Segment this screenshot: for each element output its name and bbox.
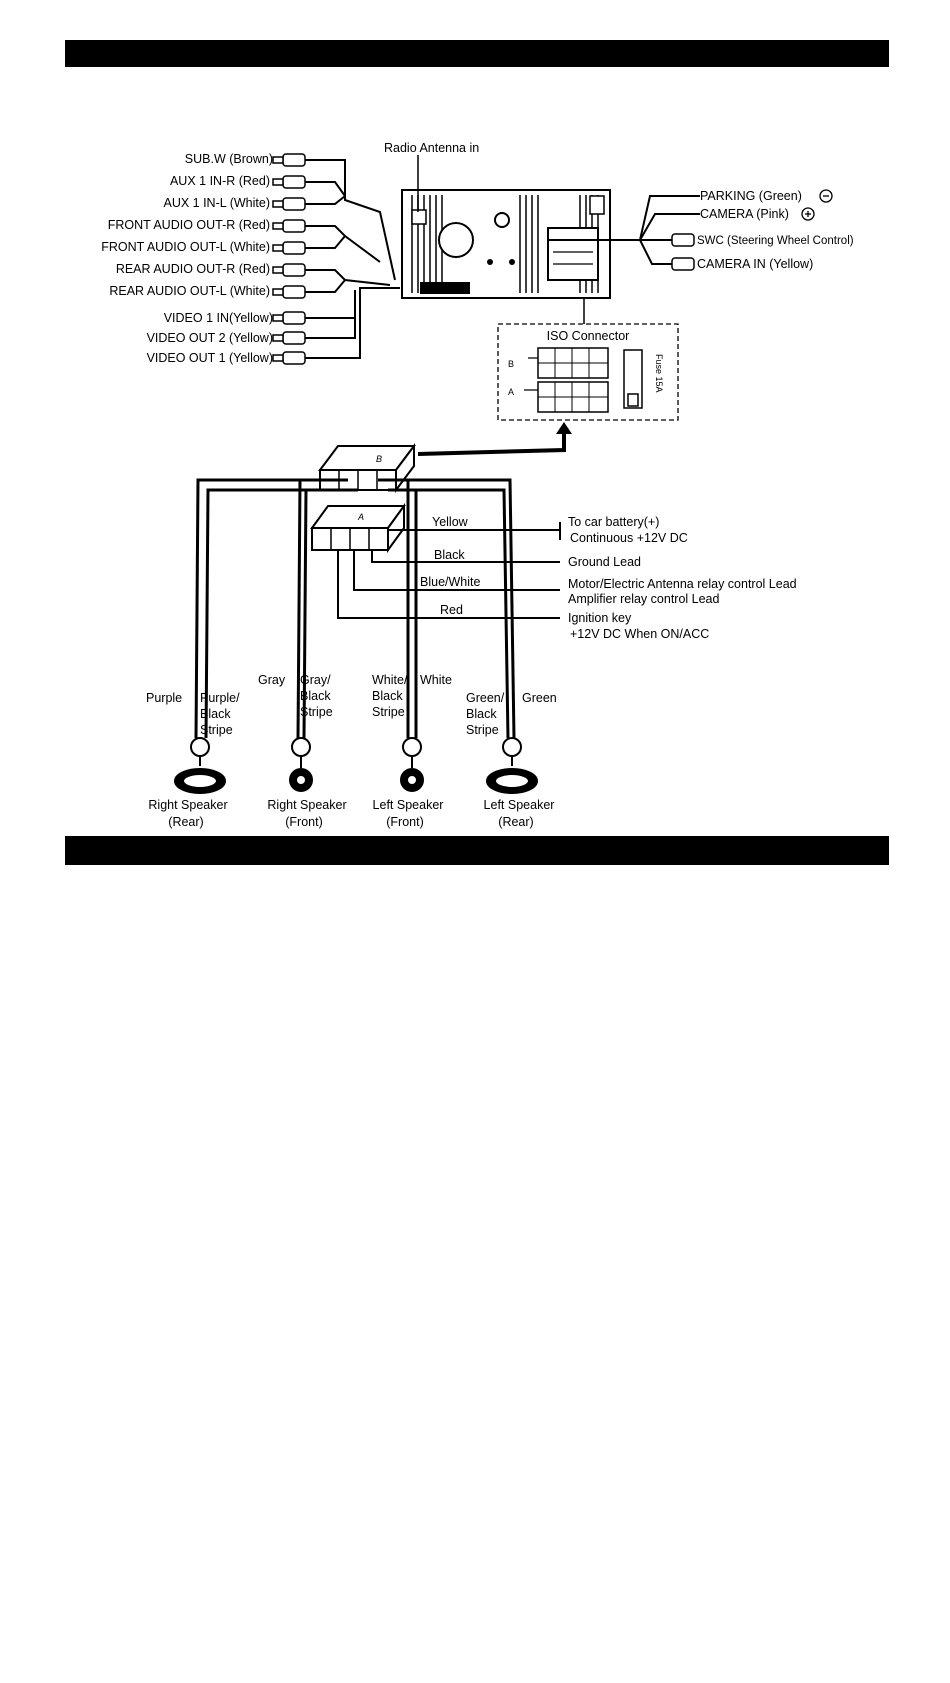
right-leads [548,195,700,265]
antenna-callout: Radio Antenna in [384,141,479,212]
white-label: White [420,673,452,687]
arrow-icon [556,422,572,434]
wire-blue-white: Blue/White [420,575,480,589]
rca-label-aux-r: AUX 1 IN-R (Red) [170,174,270,188]
motor-line1: Motor/Electric Antenna relay control Lea… [568,577,797,591]
speaker-2-pos: (Front) [386,815,424,829]
speaker-wires [194,478,516,739]
right-plugs [671,233,695,271]
speaker-3-name: Left Speaker [484,798,555,812]
rca-label-front-l: FRONT AUDIO OUT-L (White) [101,240,270,254]
connector-b-label: B [376,454,382,464]
purple-label: Purple [146,691,182,705]
speaker-0-name: Right Speaker [148,798,227,812]
white-black-3: Stripe [372,705,405,719]
speaker-rear-left-icon [486,737,538,794]
battery-line1: To car battery(+) [568,515,659,529]
rca-cable-group [305,159,400,359]
rca-label-front-r: FRONT AUDIO OUT-R (Red) [108,218,270,232]
header-bar [65,40,889,67]
green-black-2: Black [466,707,497,721]
speaker-front-left-icon [400,737,424,792]
footer-bar [65,836,889,865]
speaker-rear-right-icon [174,737,226,794]
gray-black-2: Black [300,689,331,703]
rca-label-group: SUB.W (Brown) AUX 1 IN-R (Red) AUX 1 IN-… [101,152,273,365]
swc-label: SWC (Steering Wheel Control) [697,235,854,247]
speaker-labels: Right Speaker (Rear) Right Speaker (Fron… [148,798,554,829]
wire-red: Red [440,603,463,617]
rca-label-rear-r: REAR AUDIO OUT-R (Red) [116,262,270,276]
right-label-group: PARKING (Green) CAMERA (Pink) SWC (Steer… [697,189,854,271]
wire-black: Black [434,548,465,562]
iso-title: ISO Connector [547,329,630,343]
camera-in-label: CAMERA IN (Yellow) [697,257,813,271]
ground-label: Ground Lead [568,555,641,569]
white-black-1: White/ [372,673,408,687]
rca-label-rear-l: REAR AUDIO OUT-L (White) [109,284,270,298]
speaker-front-right-icon [289,737,313,792]
speaker-1-pos: (Front) [285,815,323,829]
purple-black-1: Purple/ [200,691,240,705]
gray-black-1: Gray/ [300,673,331,687]
gray-black-3: Stripe [300,705,333,719]
motor-line2: Amplifier relay control Lead [568,592,720,606]
rca-label-aux-l: AUX 1 IN-L (White) [163,196,270,210]
power-wire-labels: Yellow Black Blue/White Red [420,515,480,617]
rca-label-video-in: VIDEO 1 IN(Yellow) [164,311,273,325]
camera-label: CAMERA (Pink) [700,207,789,221]
rca-label-video-out1: VIDEO OUT 1 (Yellow) [147,351,273,365]
power-leads [337,522,561,619]
green-label: Green [522,691,557,705]
white-black-2: Black [372,689,403,703]
rca-label-video-out2: VIDEO OUT 2 (Yellow) [147,331,273,345]
purple-black-2: Black [200,707,231,721]
connector-a-label: A [357,512,364,522]
harness-connector-b: B [318,443,416,493]
rca-label-subw: SUB.W (Brown) [185,152,273,166]
head-unit [401,189,611,299]
speaker-0-pos: (Rear) [168,815,203,829]
purple-black-3: Stripe [200,723,233,737]
green-black-1: Green/ [466,691,505,705]
ignition-line1: Ignition key [568,611,632,625]
harness-connector-a: A [310,502,406,554]
iso-row-b: B [508,359,514,369]
fuse-label: Fuse 15A [654,354,664,393]
wire-yellow: Yellow [432,515,469,529]
parking-label: PARKING (Green) [700,189,802,203]
antenna-label: Radio Antenna in [384,141,479,155]
speaker-1-name: Right Speaker [267,798,346,812]
speaker-2-name: Left Speaker [373,798,444,812]
ignition-line2: +12V DC When ON/ACC [570,627,709,641]
rca-plugs [272,153,306,365]
green-black-3: Stripe [466,723,499,737]
power-descriptions: To car battery(+) Continuous +12V DC Gro… [568,515,797,641]
iso-row-a: A [508,387,514,397]
battery-line2: Continuous +12V DC [570,531,688,545]
gray-label: Gray [258,673,286,687]
speaker-wire-labels: Purple Purple/ Black Stripe Gray Gray/ B… [146,673,557,737]
speaker-3-pos: (Rear) [498,815,533,829]
speaker-icons [174,737,538,794]
iso-connector: ISO Connector B A Fuse 15A [417,298,679,456]
